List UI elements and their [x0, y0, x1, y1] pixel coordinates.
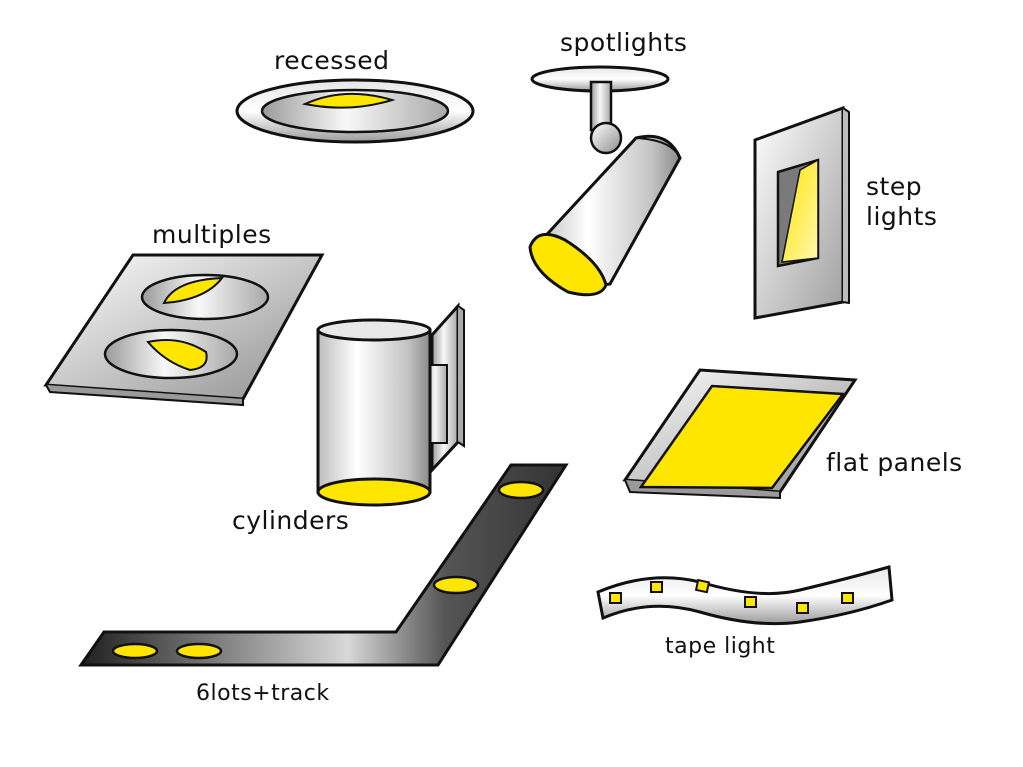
- label-step-lights-line2: lights: [866, 202, 938, 231]
- recessed-light-drawing: [235, 78, 475, 144]
- tape-light-drawing: [596, 565, 894, 626]
- spotlight-drawing: [528, 65, 682, 297]
- label-multiples: multiples: [152, 220, 272, 249]
- label-cylinders: cylinders: [232, 506, 350, 535]
- cylinder-light-drawing: [316, 302, 465, 507]
- multiples-light-drawing: [43, 253, 325, 407]
- label-spotlights: spotlights: [560, 28, 688, 57]
- step-light-drawing: [753, 105, 850, 320]
- label-flat-panels: flat panels: [826, 448, 963, 477]
- label-recessed: recessed: [274, 46, 390, 75]
- flat-panel-drawing: [622, 368, 858, 500]
- label-slots-track: 6lots+track: [196, 681, 330, 706]
- label-tape-light: tape light: [665, 634, 776, 659]
- label-step-lights-line1: step: [866, 172, 923, 201]
- slots-track-drawing: [78, 463, 569, 667]
